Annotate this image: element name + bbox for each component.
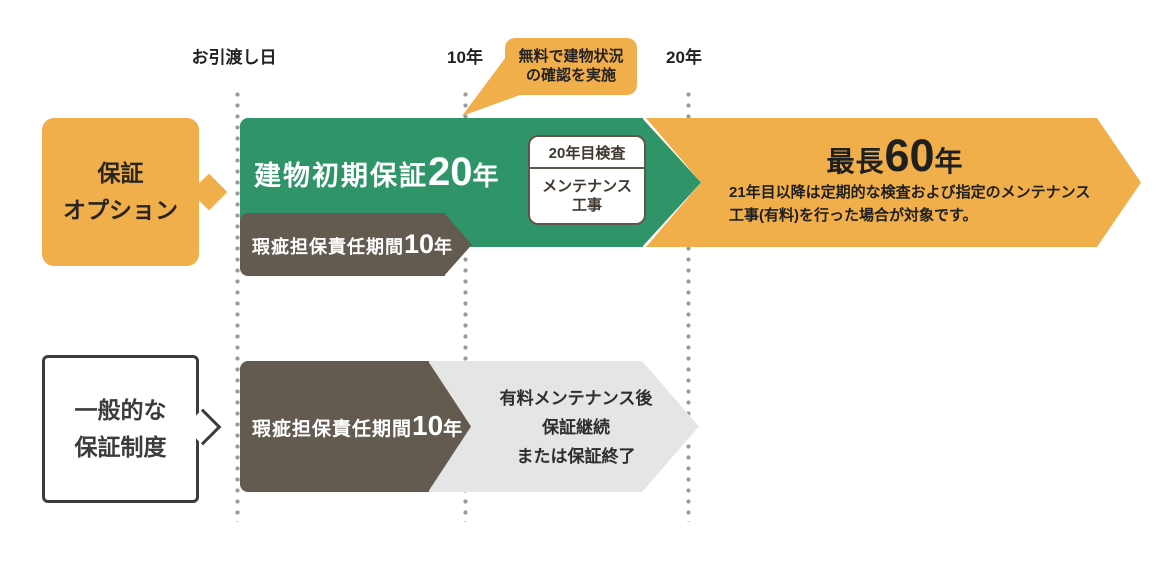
dotted-line-20y	[686, 92, 691, 522]
general-warranty-label-line2: 保証制度	[74, 434, 167, 460]
defect-liability-bottom-text: 瑕疵担保責任期間	[252, 419, 413, 440]
paid-maintenance-text: 有料メンテナンス後 保証継続 または保証終了	[468, 384, 684, 471]
paid-maintenance-line3: または保証終了	[516, 447, 636, 466]
initial-warranty-unit: 年	[472, 161, 501, 191]
defect-liability-bottom-number: 10	[412, 410, 444, 441]
defect-liability-bottom-unit: 年	[443, 419, 464, 440]
dotted-line-10y	[463, 92, 468, 522]
defect-liability-arrow-bottom-body	[240, 361, 429, 492]
defect-liability-top-text: 瑕疵担保責任期間	[252, 237, 404, 257]
dotted-line-delivery	[235, 92, 240, 522]
free-inspection-callout: 無料で建物状況 の確認を実施	[505, 38, 637, 95]
max-60-note-line1: 21年目以降は定期的な検査および指定のメンテナンス	[729, 184, 1091, 201]
max-60-title: 最長 60 年	[700, 133, 1090, 178]
warranty-option-label-line1: 保証	[97, 160, 144, 186]
defect-liability-bottom-label: 瑕疵担保責任期間 10 年	[252, 412, 463, 440]
paid-maintenance-arrow	[428, 361, 699, 492]
paid-maintenance-line2: 保証継続	[542, 418, 610, 437]
inspection-box-top: 20年目検査	[530, 137, 644, 169]
inspection-box-bottom: メンテナンス 工事	[530, 169, 644, 223]
label-year-10: 10年	[447, 48, 483, 67]
initial-warranty-title: 建物初期保証 20 年	[254, 152, 501, 192]
warranty-option-label-line2: オプション	[63, 197, 178, 223]
inspection-box-bottom-line2: 工事	[571, 197, 602, 214]
max-60-text: 最長	[826, 146, 885, 177]
max-60-unit: 年	[934, 146, 964, 177]
inspection-box: 20年目検査 メンテナンス 工事	[528, 135, 646, 225]
callout-line1: 無料で建物状況	[518, 48, 624, 65]
defect-liability-top-unit: 年	[434, 237, 454, 257]
label-year-20: 20年	[666, 48, 702, 67]
warranty-option-box: 保証 オプション	[42, 118, 199, 266]
defect-liability-arrow-top-body	[240, 213, 445, 276]
defect-liability-top-number: 10	[404, 229, 435, 259]
max-60-arrow	[646, 118, 1141, 247]
max-60-note-line2: 工事(有料)を行った場合が対象です。	[729, 207, 978, 224]
inspection-box-bottom-line1: メンテナンス	[542, 178, 632, 195]
general-warranty-box: 一般的な 保証制度	[42, 355, 199, 503]
initial-warranty-text: 建物初期保証	[254, 161, 428, 191]
defect-liability-top-label: 瑕疵担保責任期間 10 年	[252, 231, 453, 258]
paid-maintenance-line1: 有料メンテナンス後	[499, 389, 653, 408]
general-warranty-label-line1: 一般的な	[74, 397, 167, 423]
max-60-note: 21年目以降は定期的な検査および指定のメンテナンス 工事(有料)を行った場合が対…	[729, 181, 1090, 227]
label-delivery-date: お引渡し日	[191, 48, 277, 67]
max-60-number: 60	[884, 130, 935, 181]
initial-warranty-number: 20	[428, 150, 473, 194]
callout-line2: の確認を実施	[525, 67, 616, 84]
